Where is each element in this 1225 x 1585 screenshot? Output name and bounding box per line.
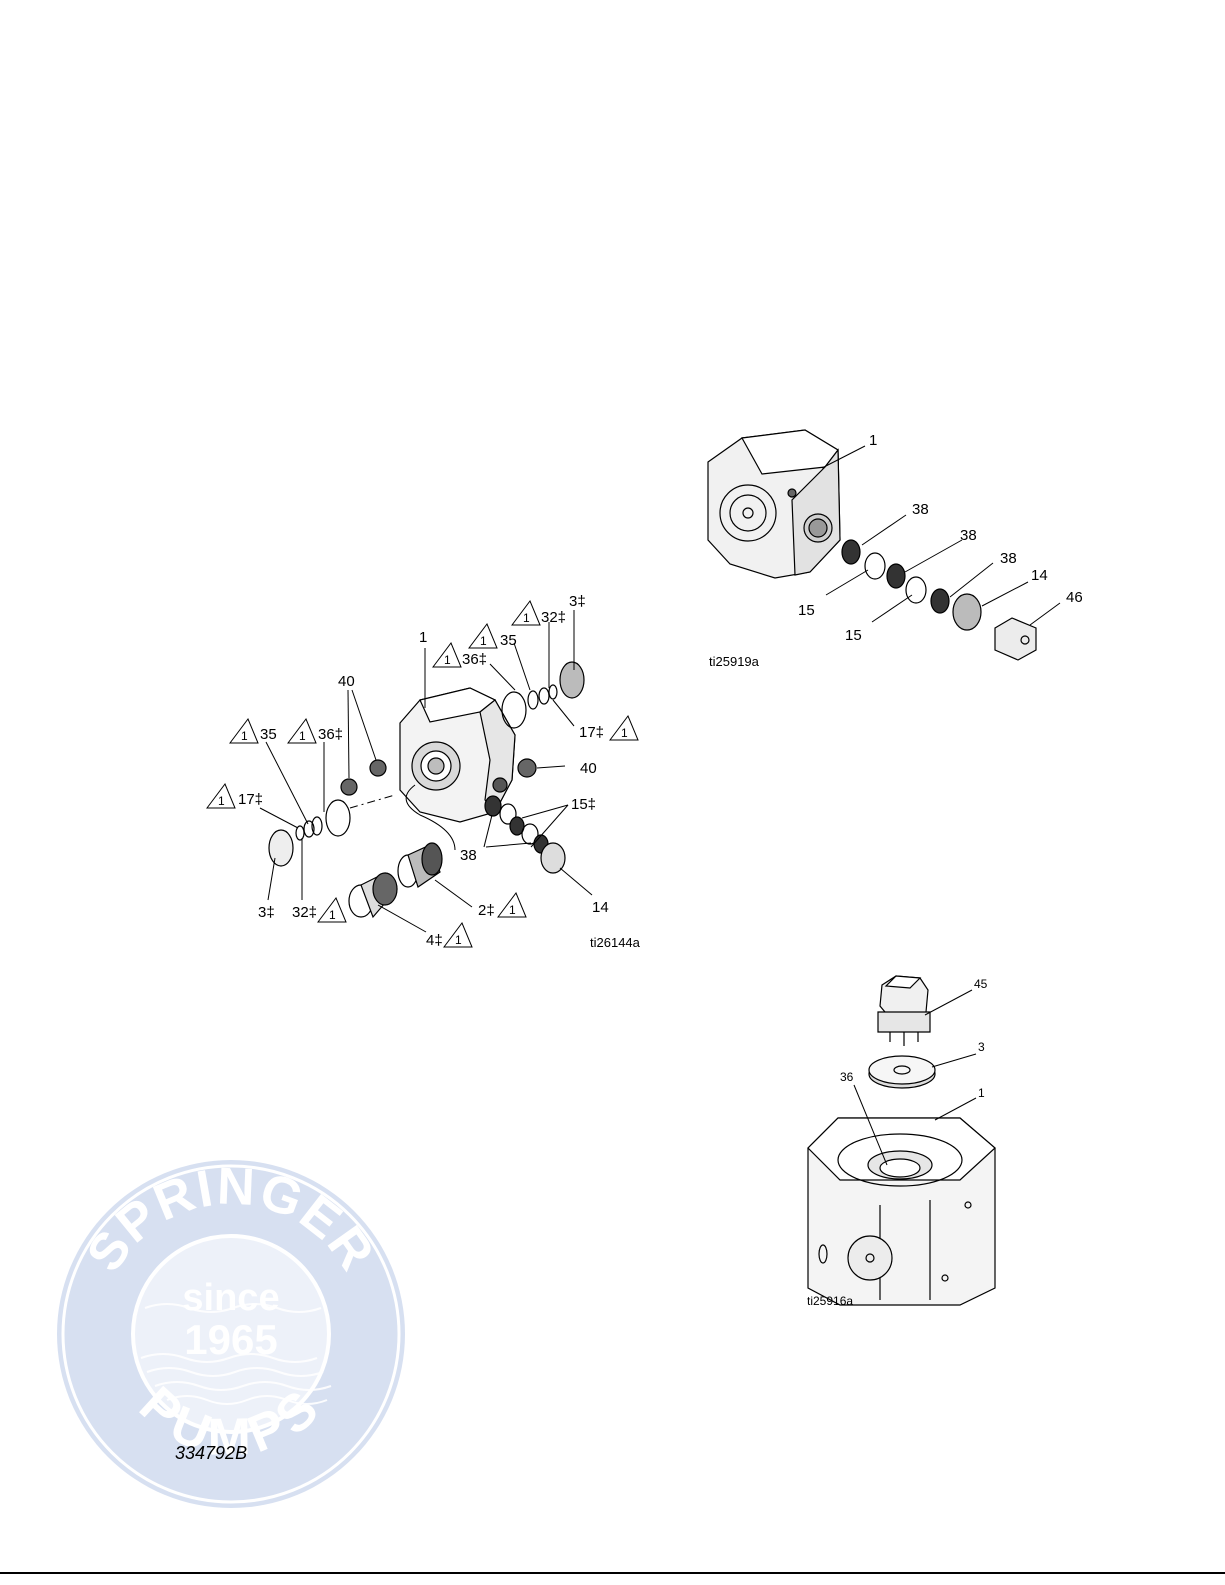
callout-3: 3 (978, 1040, 985, 1054)
housing-with-tool-drawing (808, 976, 995, 1305)
callout-36: 36 (840, 1070, 854, 1084)
footer-rule (0, 1572, 1225, 1574)
callout-45: 45 (974, 977, 988, 991)
figure-id: ti25916a (807, 1294, 853, 1308)
callout-1: 1 (978, 1086, 985, 1100)
document-number: 334792B (175, 1443, 247, 1464)
